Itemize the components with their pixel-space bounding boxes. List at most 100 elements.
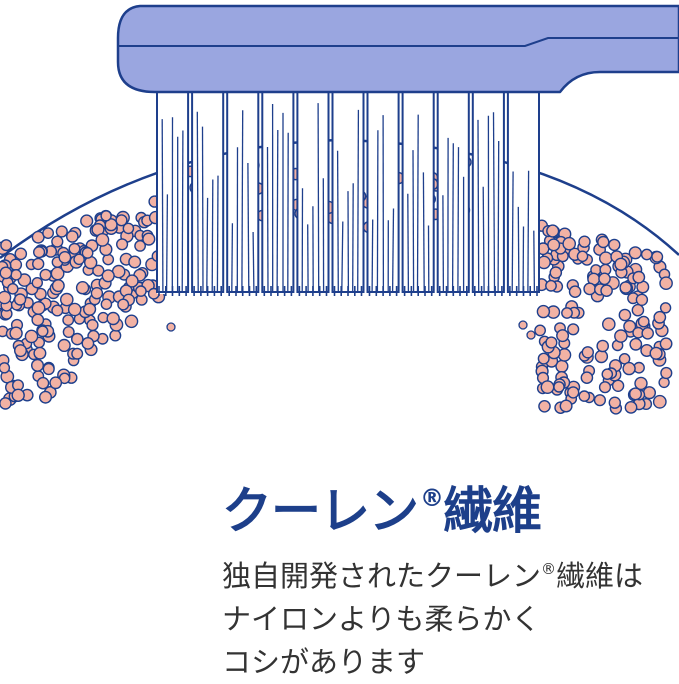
plaque-particle [10,259,21,270]
plaque-particle [661,303,671,313]
plaque-particle [0,363,9,373]
plaque-particle [625,402,636,413]
plaque-particle [59,252,70,263]
plaque-particle [43,364,54,375]
plaque-particle [550,267,561,278]
plaque-particle [595,395,606,406]
plaque-particle [43,228,53,238]
plaque-particle [609,239,620,250]
plaque-particle [619,309,630,320]
bristle-tuft [368,92,399,296]
plaque-particle [15,294,26,305]
plaque-particle [557,330,569,342]
plaque-particle [623,363,635,375]
title-main: クーレン [222,482,418,540]
plaque-particle [620,282,631,293]
brush-head [118,6,679,92]
plaque-particle [519,321,527,329]
plaque-particle [11,270,21,280]
plaque-particle [33,258,44,269]
title-suffix: 繊維 [443,482,541,540]
plaque-particle [0,267,11,278]
plaque-particle [61,294,73,306]
plaque-particle [72,348,83,359]
plaque-particle [579,391,589,401]
plaque-particle [644,387,656,399]
toothbrush-illustration [0,0,679,415]
plaque-particle [652,251,663,262]
plaque-particle [63,315,73,325]
plaque-particle [633,272,644,283]
plaque-particle [548,239,560,251]
plaque-particle [32,302,44,314]
plaque-particle [56,226,67,237]
plaque-particle [609,397,620,408]
plaque-particle [15,345,27,357]
plaque-particle [10,327,22,339]
plaque-particle [636,294,647,305]
plaque-particle [599,273,610,284]
plaque-particle [125,315,137,327]
plaque-particle [615,330,627,342]
plaque-particle [615,258,627,270]
plaque-particle [602,369,612,379]
plaque-particle [562,308,572,318]
plaque-particle [568,387,579,398]
plaque-particle [661,368,672,379]
plaque-particle [635,377,647,389]
plaque-particle [143,233,155,245]
plaque-particles-right [535,220,672,414]
plaque-particle [541,381,553,393]
plaque-particle [118,299,129,310]
bristle-tuft [297,92,328,296]
plaque-particle [101,211,111,221]
plaque-particle [538,353,549,364]
plaque-particle [53,280,65,292]
plaque-particle [129,256,141,268]
registered-mark-icon: ® [420,484,443,512]
plaque-particle [32,360,44,372]
description-line-1: 独自開発されたクーレン®繊維は [222,548,643,598]
bristle-tuft [227,92,258,296]
plaque-particle [12,389,24,401]
plaque-particle [52,236,63,247]
plaque-particle [110,330,121,341]
plaque-particle [167,323,175,331]
plaque-particle [117,239,128,250]
plaque-particle [96,234,108,246]
plaque-particle [570,286,581,297]
plaque-particle [660,338,671,349]
plaque-particle [639,316,649,326]
plaque-particle [554,382,564,392]
plaque-particle [632,305,643,316]
plaque-particle [547,225,559,237]
plaque-particle [8,284,18,294]
plaque-particle [126,275,138,287]
plaque-particle [91,288,102,299]
plaque-particle [650,347,662,359]
plaque-particle [107,313,119,325]
plaque-particles-left [0,196,165,409]
plaque-particle [568,324,579,335]
plaque-particle [50,377,61,388]
plaque-particle [32,278,42,288]
plaque-particle [584,283,595,294]
plaque-particle [37,378,48,389]
plaque-particle [82,248,92,258]
plaque-particle [629,247,641,259]
bristle-tuft [192,92,223,296]
plaque-particle [69,244,80,255]
bristle-tuft [403,92,434,296]
plaque-particle [642,249,652,259]
plaque-particle [579,236,590,247]
bristle-tufts [157,92,539,296]
description-line-1-post: 繊維は [556,559,643,593]
plaque-particle [654,396,666,408]
plaque-particle [600,252,612,264]
plaque-particle [34,247,45,258]
plaque-particle [601,285,612,296]
plaque-particle [600,382,611,393]
plaque-particle [630,339,641,350]
plaque-particle [77,282,89,294]
plaque-particle [84,303,96,315]
